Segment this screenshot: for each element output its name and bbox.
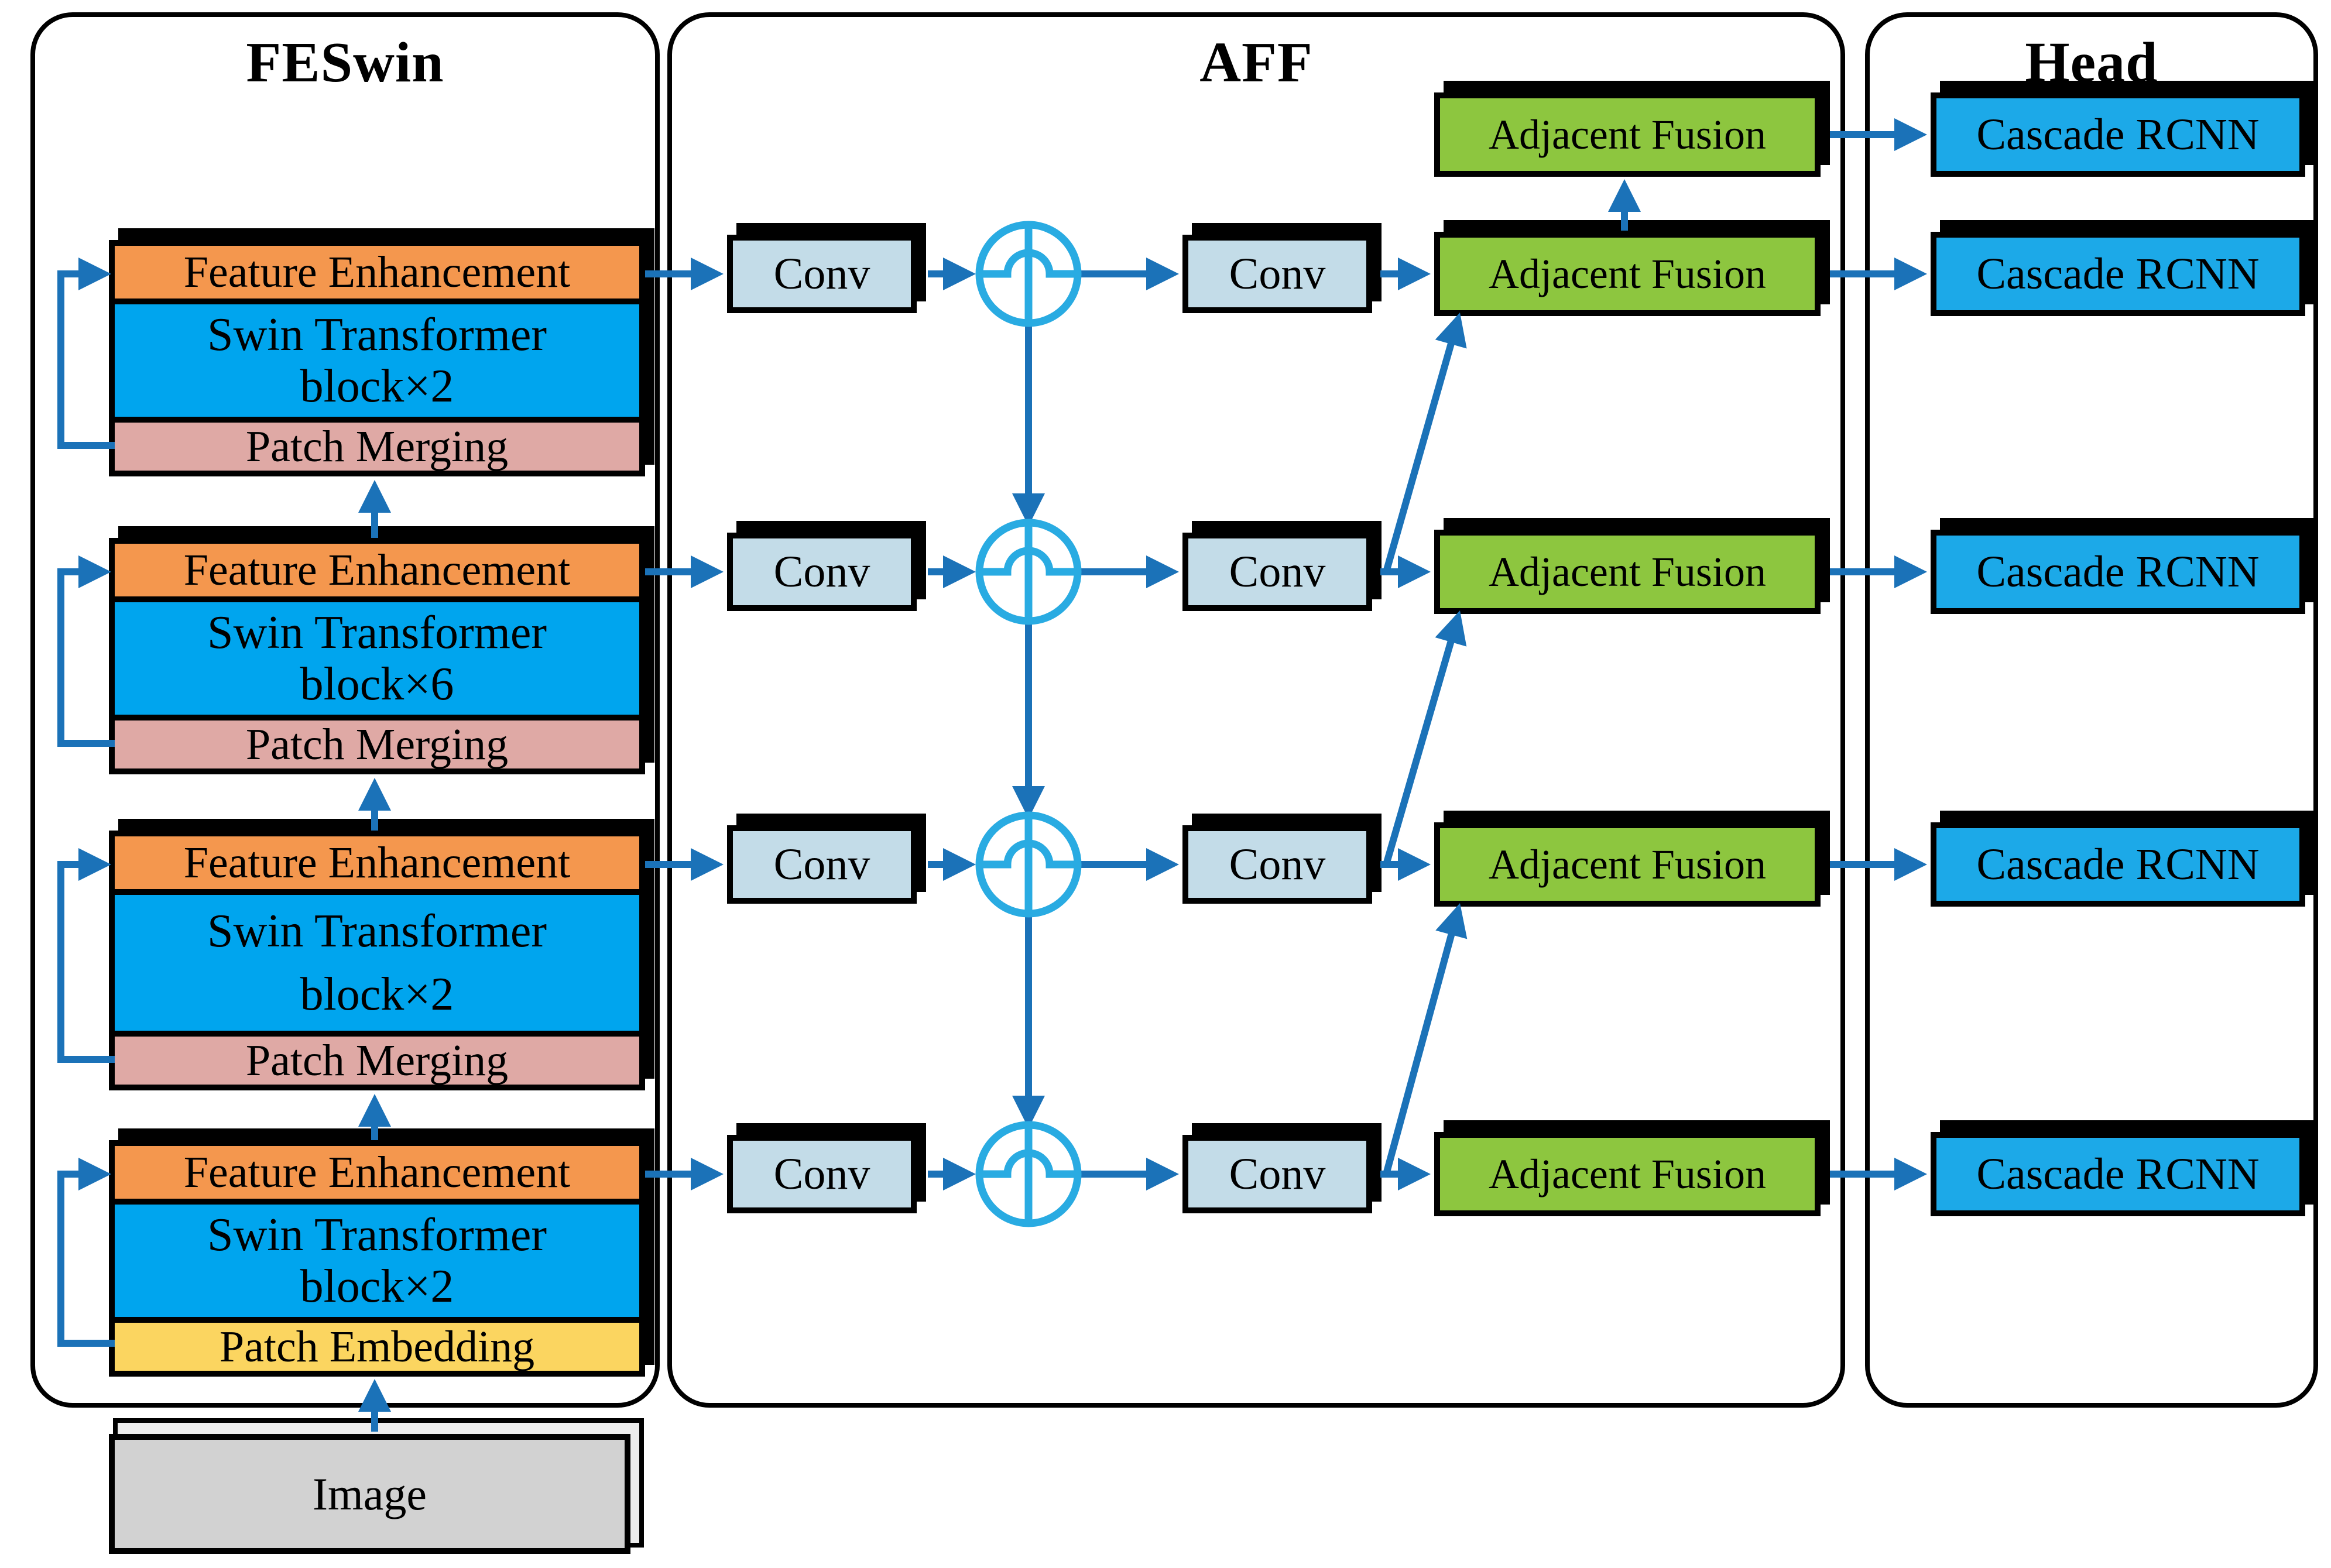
patch-embedding-box: Patch Embedding <box>115 1317 639 1371</box>
conv-box: Conv <box>1182 1135 1372 1213</box>
adjacent-fusion-box: Adjacent Fusion <box>1434 530 1821 614</box>
panel-head: Head <box>1865 12 2318 1408</box>
image-box: Image <box>109 1434 630 1554</box>
panel-feswin: FESwin <box>30 12 660 1408</box>
swin-transformer-label-line2: block×2 <box>300 969 454 1020</box>
conv-box: Conv <box>727 235 917 313</box>
panel-title-head: Head <box>2025 31 2158 94</box>
conv-box: Conv <box>1182 533 1372 611</box>
adjacent-fusion-box: Adjacent Fusion <box>1434 232 1821 316</box>
swin-transformer-label-line2: block×6 <box>300 658 454 710</box>
cascade-rcnn-box: Cascade RCNN <box>1931 1132 2305 1216</box>
feature-enhancement-box: Feature Enhancement <box>115 836 639 895</box>
swin-transformer-label-line2: block×2 <box>300 361 454 412</box>
feature-enhancement-box: Feature Enhancement <box>115 1146 639 1205</box>
swin-transformer-label-line1: Swin Transformer <box>207 905 547 957</box>
conv-box: Conv <box>727 533 917 611</box>
feature-enhancement-box: Feature Enhancement <box>115 246 639 304</box>
conv-box: Conv <box>1182 235 1372 313</box>
feature-enhancement-box: Feature Enhancement <box>115 544 639 602</box>
swin-transformer-label-line2: block×2 <box>300 1261 454 1312</box>
panel-title-aff: AFF <box>1199 31 1313 94</box>
patch-merging-box: Patch Merging <box>115 417 639 471</box>
conv-box: Conv <box>1182 825 1372 904</box>
panel-title-feswin: FESwin <box>246 31 444 94</box>
swin-transformer-box: Swin Transformer block×2 <box>115 895 639 1031</box>
panel-aff: AFF <box>667 12 1845 1408</box>
patch-merging-box: Patch Merging <box>115 1031 639 1085</box>
patch-merging-box: Patch Merging <box>115 715 639 768</box>
swin-transformer-label-line1: Swin Transformer <box>207 607 547 658</box>
adjacent-fusion-box: Adjacent Fusion <box>1434 1132 1821 1216</box>
swin-transformer-label-line1: Swin Transformer <box>207 1209 547 1261</box>
adjacent-fusion-box: Adjacent Fusion <box>1434 822 1821 907</box>
adjacent-fusion-box: Adjacent Fusion <box>1434 92 1821 177</box>
conv-box: Conv <box>727 1135 917 1213</box>
cascade-rcnn-box: Cascade RCNN <box>1931 92 2305 177</box>
cascade-rcnn-box: Cascade RCNN <box>1931 232 2305 316</box>
cascade-rcnn-box: Cascade RCNN <box>1931 822 2305 907</box>
swin-transformer-label-line1: Swin Transformer <box>207 309 547 361</box>
cascade-rcnn-box: Cascade RCNN <box>1931 530 2305 614</box>
conv-box: Conv <box>727 825 917 904</box>
